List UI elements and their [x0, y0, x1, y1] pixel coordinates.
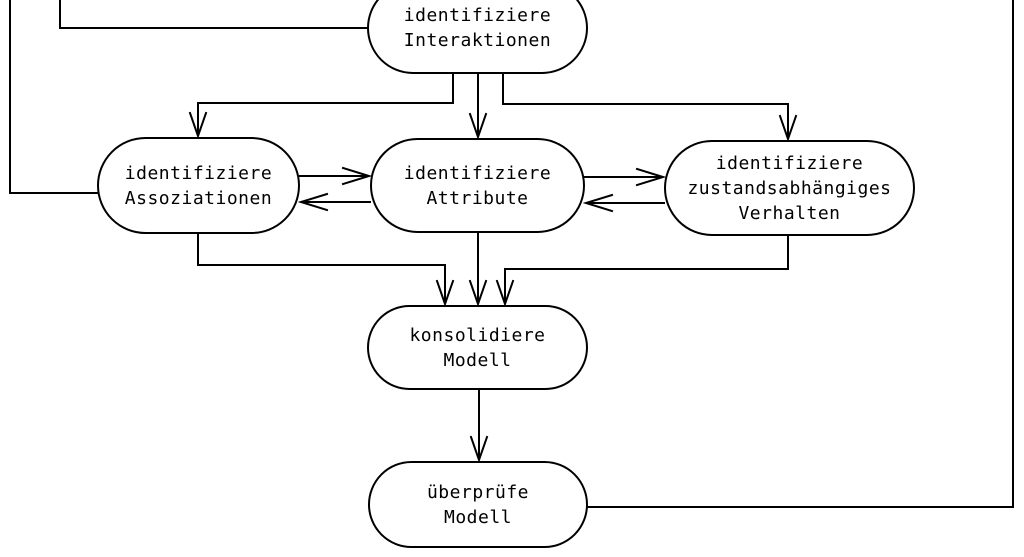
feedback-line-to-assoziationen — [9, 0, 98, 194]
node-label-line: Attribute — [426, 187, 529, 209]
node-label-line: Assoziationen — [124, 187, 273, 209]
node-label-line: überprüfe — [426, 481, 530, 503]
edge-verhalten-to-attribute — [582, 193, 665, 213]
node-ueberpruefe-modell: überprüfe Modell — [368, 461, 588, 548]
node-label-line: identifiziere — [403, 5, 552, 26]
arrowhead-down-icon — [188, 111, 208, 140]
arrowhead-down-icon — [469, 435, 489, 464]
arrowhead-right-icon — [635, 167, 667, 187]
edge-interaktionen-to-attribute — [468, 73, 488, 141]
feedback-line-from-ueberpruefe — [587, 0, 1014, 508]
node-identifiziere-interaktionen: identifiziere Interaktionen — [367, 0, 588, 74]
arrowhead-left-icon — [297, 192, 329, 212]
node-identifiziere-assoziationen: identifiziere Assoziationen — [97, 137, 300, 234]
arrowhead-down-icon — [435, 279, 455, 308]
node-konsolidiere-modell: konsolidiere Modell — [367, 305, 588, 390]
edge-assoziationen-to-attribute — [299, 166, 373, 186]
node-label-line: identifiziere — [715, 152, 864, 174]
node-label-line: konsolidiere — [409, 324, 546, 346]
arrowhead-down-icon — [495, 279, 515, 308]
edge-konsolidiere-to-ueberpruefe — [469, 389, 489, 464]
edge-interaktionen-to-assoziationen — [188, 73, 454, 140]
node-label-line: Interaktionen — [403, 30, 552, 51]
node-label-line: Modell — [443, 506, 513, 528]
feedback-line-to-interaktionen — [59, 0, 368, 29]
node-label-line: identifiziere — [124, 162, 273, 184]
node-label-line: identifiziere — [403, 162, 552, 184]
edge-assoziationen-to-konsolidiere — [197, 233, 455, 308]
edge-verhalten-to-konsolidiere — [495, 235, 789, 308]
arrowhead-down-icon — [468, 279, 488, 308]
node-label-line: Modell — [443, 349, 512, 371]
node-identifiziere-attribute: identifiziere Attribute — [370, 138, 585, 233]
node-identifiziere-zustandsabhaengiges-verhalten: identifiziere zustandsabhängiges Verhalt… — [664, 140, 915, 236]
arrowhead-down-icon — [468, 112, 488, 141]
arrowhead-left-icon — [582, 193, 614, 213]
node-label-line: Verhalten — [738, 202, 841, 224]
edge-attribute-to-verhalten — [584, 167, 667, 187]
edge-attribute-to-konsolidiere — [468, 232, 488, 308]
arrowhead-down-icon — [778, 114, 798, 143]
arrowhead-right-icon — [341, 166, 373, 186]
node-label-line: zustandsabhängiges — [687, 177, 892, 199]
edge-interaktionen-to-verhalten — [502, 73, 798, 143]
edge-attribute-to-assoziationen — [297, 192, 371, 212]
